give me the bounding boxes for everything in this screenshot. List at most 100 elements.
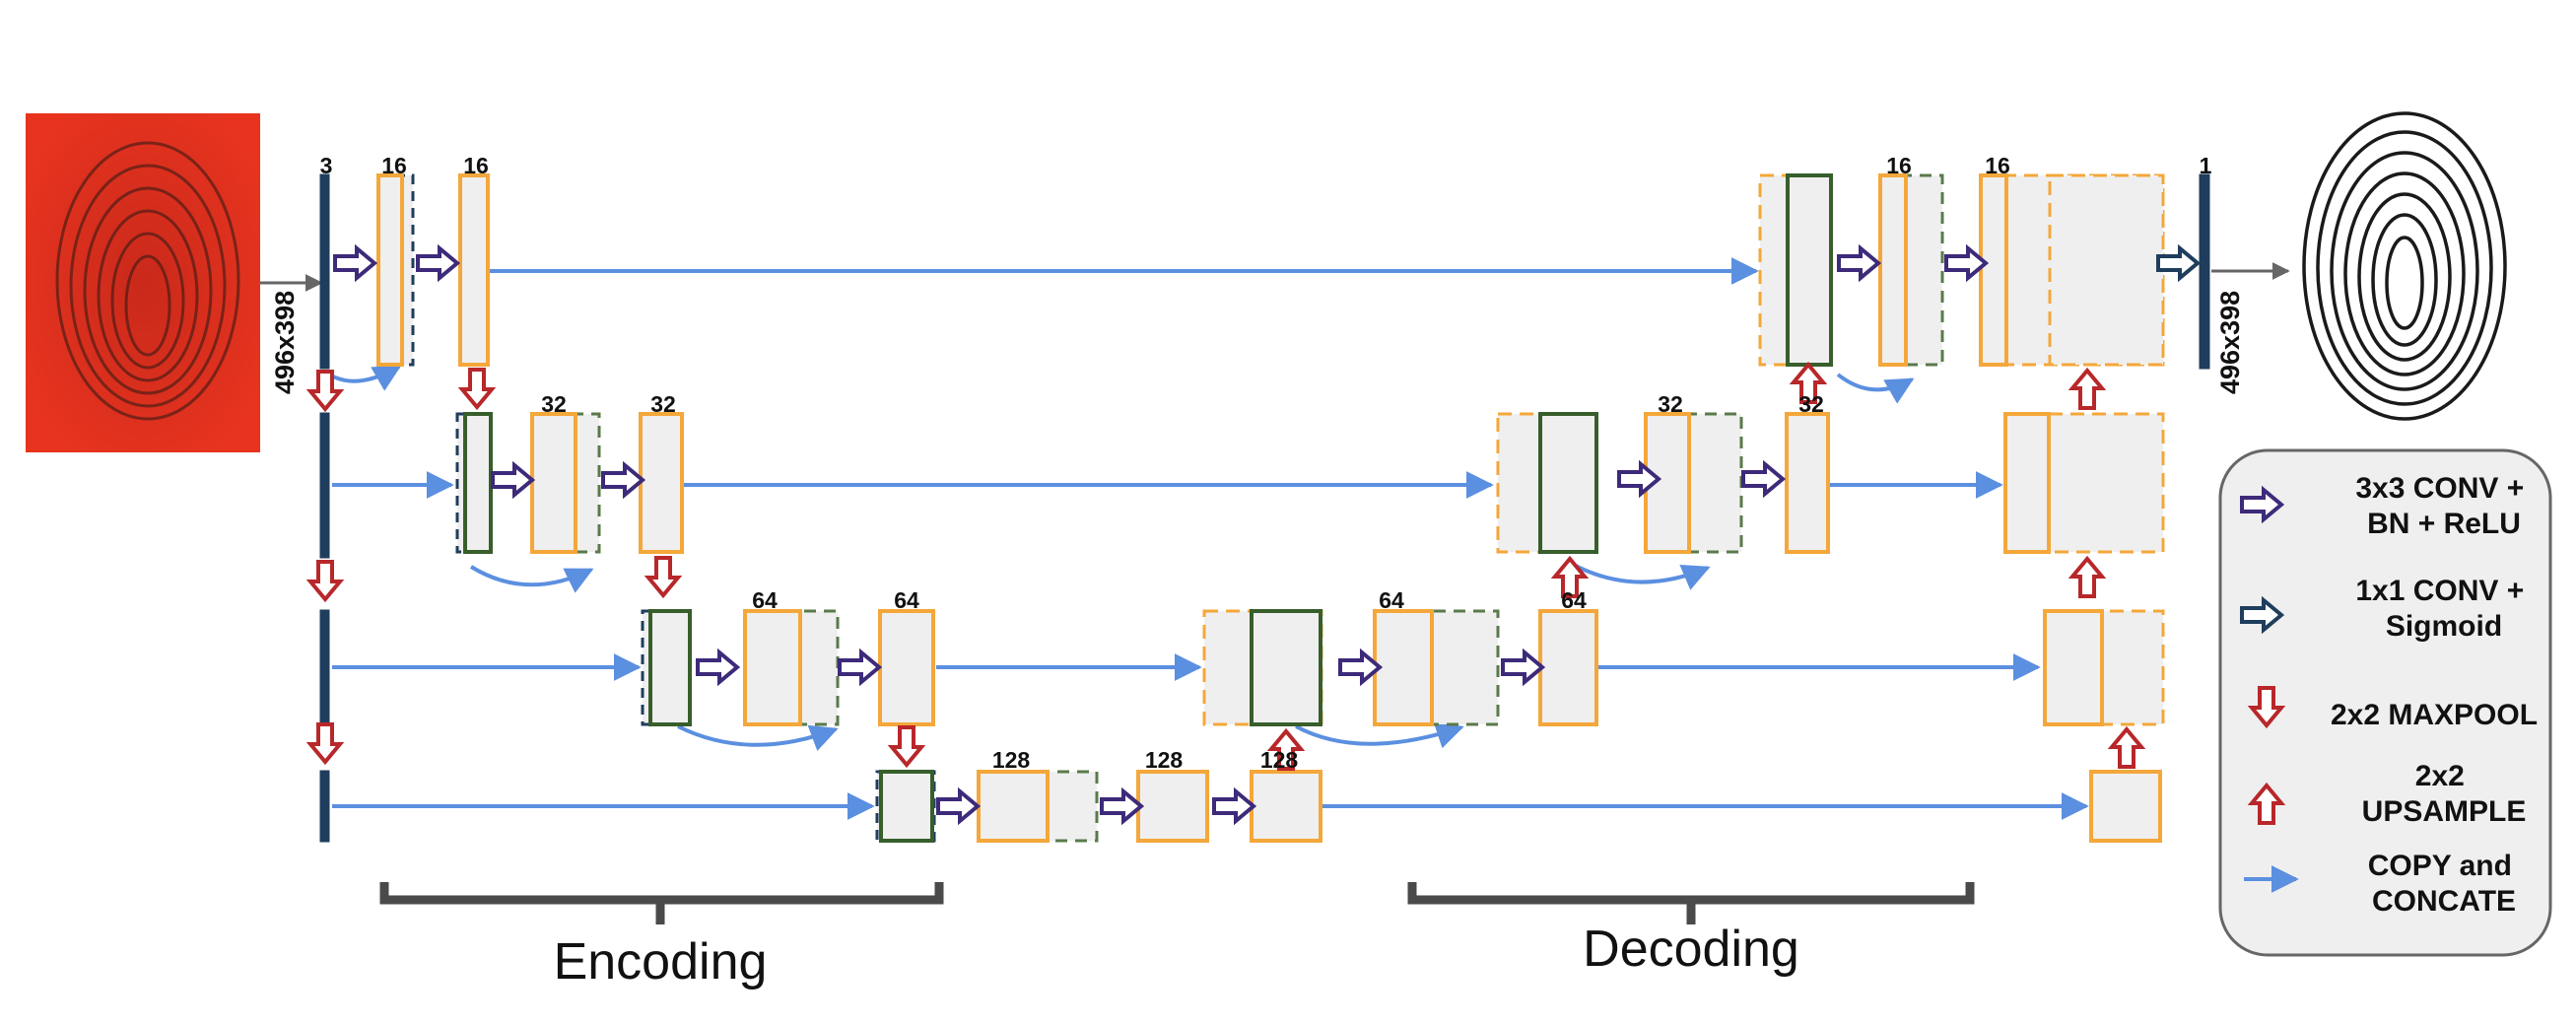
feature-map-box (2199, 173, 2210, 370)
encoding-bracket (379, 882, 944, 924)
conv1x1-arrow-icon (2156, 243, 2202, 283)
channel-label: 128 (1260, 747, 1299, 773)
feature-map-box (878, 609, 935, 726)
maxpool-arrow-icon (305, 370, 345, 413)
feature-map-box (319, 173, 330, 370)
channel-label: 32 (541, 391, 567, 417)
conv3x3-arrow-icon (416, 243, 461, 283)
encoding-caption: Encoding (554, 933, 768, 991)
feature-map-box (376, 173, 404, 367)
curved-copy-arrow (469, 565, 594, 593)
channel-label: 16 (1985, 153, 2010, 178)
skip-connections (332, 257, 2089, 820)
conv3x3-arrow-icon (696, 648, 741, 687)
operation-arrows (305, 243, 2202, 826)
curved-copy-arrow (332, 365, 402, 391)
conv3x3-arrow-icon (1741, 459, 1787, 499)
maxpool-arrow-icon (887, 725, 926, 769)
legend-box (2218, 448, 2552, 957)
curved-copy-arrow (677, 724, 839, 751)
feature-map-box (458, 173, 490, 367)
feature-map-box (1250, 770, 1322, 843)
decoding-caption: Decoding (1583, 921, 1799, 978)
legend-label-upsample: 2x2 UPSAMPLE (2362, 760, 2527, 828)
feature-map-box (648, 609, 692, 726)
conv3x3-arrow-icon (838, 648, 883, 687)
feature-map-box (2089, 770, 2162, 843)
legend-label-conv1: 1x1 CONV + Sigmoid (2355, 575, 2532, 643)
upsample-arrow-icon (2107, 725, 2146, 769)
upsample-arrow-icon (1789, 361, 1828, 404)
channel-label: 32 (1798, 391, 1824, 417)
conv3x3-arrow-icon (491, 460, 536, 500)
legend-label-maxpool: 2x2 MAXPOOL (2331, 699, 2538, 731)
feature-map-box (1373, 609, 1434, 726)
curved-copy-arrow (1571, 562, 1711, 590)
input-fingerprint-image (26, 113, 260, 452)
legend: 3x3 CONV + BN + ReLU 1x1 CONV + Sigmoid … (2218, 448, 2552, 957)
channel-label: 64 (752, 587, 778, 613)
legend-conv1-icon (2240, 595, 2285, 635)
feature-map-box (2003, 412, 2051, 554)
feature-map-box (463, 412, 493, 554)
conv3x3-arrow-icon (601, 460, 646, 500)
channel-label: 128 (992, 747, 1031, 773)
feature-map-box (319, 412, 330, 559)
feature-map-box (639, 412, 684, 554)
channel-label: 16 (1886, 153, 1912, 178)
conv3x3-arrow-icon (1212, 786, 1257, 826)
feature-map-box (530, 412, 577, 554)
legend-maxpool-icon (2247, 686, 2286, 729)
feature-map-box (1136, 770, 1209, 843)
channel-label: 32 (1658, 391, 1683, 417)
output-fingerprint-image (2291, 108, 2518, 434)
feature-map-box (1250, 609, 1322, 726)
feature-map-box (1878, 173, 1908, 367)
channel-label: 64 (1379, 587, 1404, 613)
channel-label: 32 (650, 391, 676, 417)
conv3x3-arrow-icon (1338, 648, 1384, 687)
feature-map-box (879, 770, 934, 843)
feature-map-box (319, 770, 330, 843)
conv3x3-arrow-icon (333, 243, 378, 283)
channel-label: 3 (320, 153, 333, 178)
feature-map-box (319, 609, 330, 726)
maxpool-arrow-icon (305, 722, 345, 766)
feature-map-box (1979, 173, 2008, 367)
upsample-arrow-icon (1550, 555, 1590, 598)
conv3x3-arrow-icon (1501, 648, 1546, 687)
channel-label: 16 (463, 153, 489, 178)
output-dims-label: 496x398 (2215, 291, 2245, 394)
channel-label: 16 (381, 153, 407, 178)
decoding-bracket (1407, 882, 1975, 924)
conv3x3-arrow-icon (1100, 786, 1145, 826)
feature-map-box (1538, 609, 1598, 726)
channel-labels: 3 16 16 32 32 64 64 128 128 128 64 64 32… (320, 153, 2212, 773)
feature-map-box (743, 609, 802, 726)
channel-label: 64 (894, 587, 919, 613)
feature-map-box (2048, 173, 2165, 367)
curved-copy-arrow (1836, 373, 1915, 404)
feature-map-box (977, 770, 1050, 843)
feature-maps (319, 173, 2210, 843)
conv3x3-arrow-icon (1944, 243, 1990, 283)
feature-map-box (1785, 412, 1830, 554)
input-dims-label: 496x398 (270, 291, 300, 394)
legend-upsample-icon (2247, 782, 2286, 825)
legend-label-copy: COPY and CONCATE (2368, 850, 2521, 918)
legend-conv3-icon (2240, 485, 2285, 524)
maxpool-arrow-icon (305, 560, 345, 603)
channel-label: 128 (1145, 747, 1184, 773)
conv3x3-arrow-icon (936, 786, 982, 826)
maxpool-arrow-icon (457, 368, 497, 411)
upsample-arrow-icon (2068, 555, 2107, 598)
upsample-arrow-icon (2068, 367, 2107, 410)
legend-label-conv3: 3x3 CONV + BN + ReLU (2355, 472, 2532, 540)
channel-label: 1 (2200, 153, 2212, 178)
feature-map-box (1538, 412, 1598, 554)
channel-label: 64 (1561, 587, 1587, 613)
conv3x3-arrow-icon (1837, 243, 1882, 283)
curved-copy-arrow (1295, 721, 1464, 749)
conv3x3-arrow-icon (1617, 459, 1662, 499)
